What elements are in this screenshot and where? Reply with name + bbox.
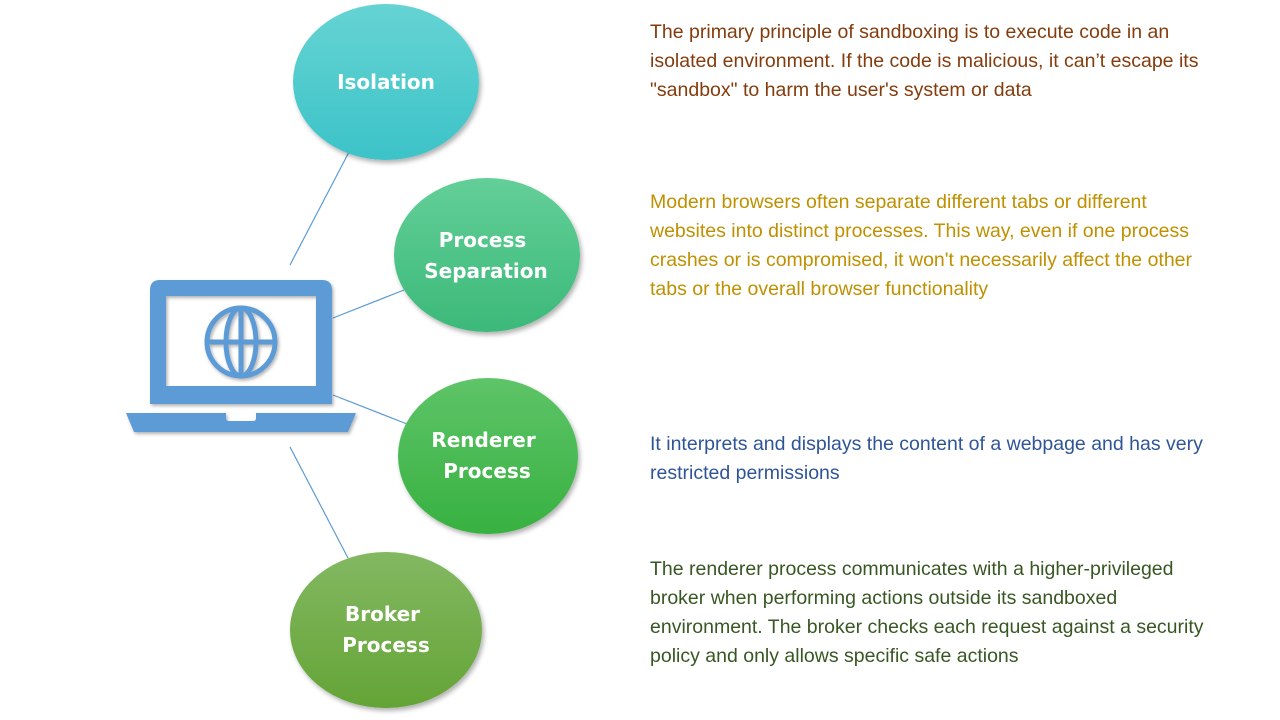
laptop-base (126, 413, 356, 432)
node-broker-process-label: Broker Process (342, 602, 430, 657)
node-isolation: Isolation (293, 4, 479, 160)
node-broker-process-circle (290, 552, 482, 708)
connector-isolation (289, 151, 350, 266)
connector-renderer-process (332, 394, 408, 425)
node-process-separation-label: Process Separation (424, 228, 548, 283)
connector-broker-process (289, 446, 349, 559)
node-broker-process: Broker Process (290, 552, 482, 708)
node-renderer-process: Renderer Process (398, 378, 578, 534)
node-process-separation-circle (394, 178, 580, 332)
description-isolation: The primary principle of sandboxing is t… (650, 21, 1199, 101)
node-process-separation: Process Separation (394, 178, 580, 332)
node-renderer-process-label: Renderer Process (431, 428, 542, 483)
connector-process-separation (332, 289, 405, 319)
laptop-screen-frame (150, 280, 332, 404)
globe-icon (204, 305, 278, 379)
description-broker-process: The renderer process communicates with a… (650, 558, 1204, 667)
node-renderer-process-circle (398, 378, 578, 534)
connectors (289, 151, 408, 559)
description-renderer-process: It interprets and displays the content o… (650, 433, 1203, 484)
description-process-separation: Modern browsers often separate different… (650, 191, 1193, 300)
laptop-globe-icon (126, 280, 356, 432)
node-isolation-circle (293, 4, 479, 160)
node-isolation-label: Isolation (337, 70, 435, 94)
